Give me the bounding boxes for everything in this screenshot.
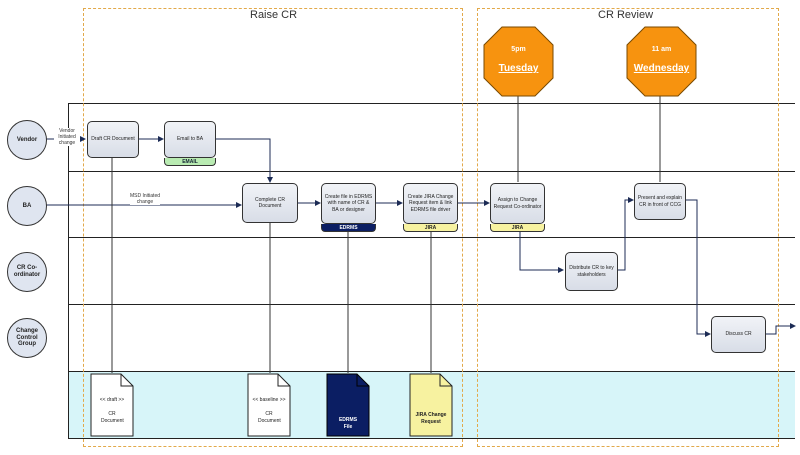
stop-sign-tuesday [483,26,554,97]
lane-left-border [68,103,69,438]
flow-assign-to-distribute [519,230,564,273]
section-cr-review [477,8,779,447]
doc-jira-change-request-title: JIRA Change Request [415,412,447,425]
step-discuss-cr: Discuss CR [711,316,766,353]
flow-present-to-discuss [686,199,711,337]
step-create-jira-item: Create JIRA Change Request item & link E… [403,183,458,224]
doc-draft-tag: << draft >> [99,397,125,403]
meeting-tuesday-day: Tuesday [498,63,539,74]
doc-baseline-title: CR Document [258,411,281,424]
step-present-to-ccg: Present and explain CR in front of CCG [634,183,686,220]
doc-shape-edrms [326,373,370,437]
doc-shape-draft [90,373,134,437]
trigger-msd-initiated: MSD Initiated change [130,193,161,205]
step-draft-cr-document: Draft CR Document [87,121,139,158]
actor-change-control-group: Change Control Group [7,318,47,358]
step-create-edrms-file: Create file in EDRMS with name of CR & B… [321,183,376,224]
tag-jira-assign: JIRA [490,224,545,232]
lane-top-border [68,103,795,104]
doc-shape-jira [409,373,453,437]
meeting-wednesday-day: Wednesday [633,63,690,74]
step-assign-to-coordinator: Assign to Change Request Co-ordinator [490,183,545,224]
meeting-tuesday-time: 5pm [511,46,526,53]
flow-email-to-complete [216,138,273,183]
meeting-wednesday-time: 11 am [651,46,672,53]
section-raise-cr-title: Raise CR [250,9,298,21]
flow-distribute-to-present [618,197,634,271]
flow-discuss-out [766,323,796,335]
actor-vendor: Vendor [7,120,47,160]
actor-ba: BA [7,186,47,226]
lane-divider-vendor-ba [68,171,795,172]
actor-cr-coordinator: CR Co-ordinator [7,252,47,292]
doc-draft-title: CR Document [101,411,124,424]
doc-baseline-tag: << baseline >> [252,397,286,403]
section-raise-cr [83,8,463,447]
section-cr-review-title: CR Review [598,9,654,21]
step-distribute-cr: Distribute CR to key stakeholders [565,252,618,291]
tag-email: EMAIL [164,158,216,166]
trigger-vendor-initiated: Vendor Initiated change [54,128,80,146]
stop-sign-wednesday [626,26,697,97]
tag-edrms: EDRMS [321,224,376,232]
lane-bottom-border [68,438,795,439]
doc-edrms-file-title: EDRMS File [338,417,358,430]
tag-jira-create: JIRA [403,224,458,232]
step-complete-cr-document: Complete CR Document [242,183,298,223]
step-email-to-ba: Email to BA [164,121,216,158]
doc-shape-baseline [247,373,291,437]
